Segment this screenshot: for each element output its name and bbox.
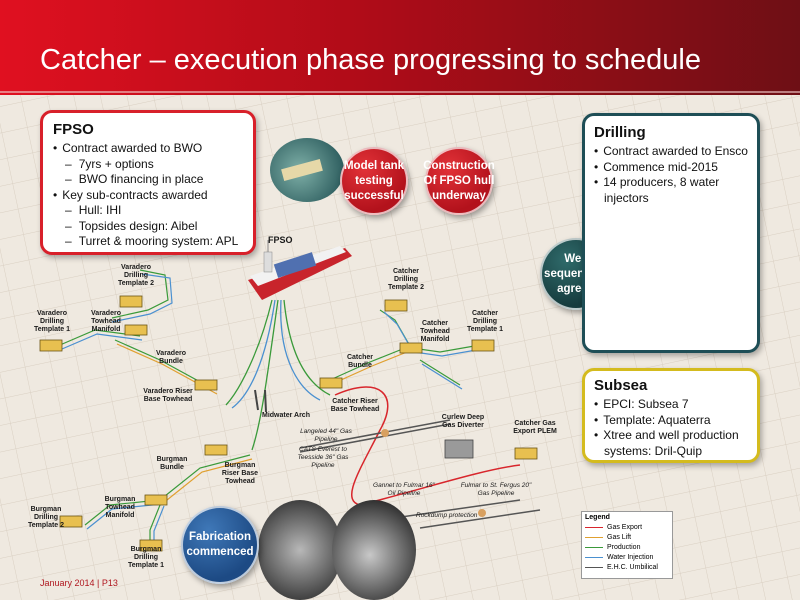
fpso-vessel [248, 240, 352, 300]
legend-entry: Production [582, 542, 672, 552]
burgman-manifold [144, 494, 168, 506]
drilling-panel-list: Contract awarded to Ensco Commence mid-2… [594, 144, 748, 206]
burgman-riser-label: Burgman Riser Base Towhead [221, 462, 259, 485]
legend-label: E.H.C. Umbilical [607, 563, 658, 571]
fpso-panel: FPSO Contract awarded to BWO 7yrs + opti… [40, 110, 256, 255]
list-item: Xtree and well production systems: Dril-… [594, 428, 748, 459]
risers [225, 299, 331, 451]
list-item: Key sub-contracts awarded [53, 188, 243, 204]
list-item: Commence mid-2015 [594, 160, 748, 176]
legend-label: Production [607, 543, 641, 551]
legend-entry: Gas Export [582, 522, 672, 532]
varadero-manifold-label: Varadero Towhead Manifold [91, 310, 121, 333]
legend-swatch [585, 546, 603, 548]
catcher-riser-label: Catcher Riser Base Towhead [330, 398, 380, 413]
rockdump-marker [478, 509, 486, 517]
slide-footer: January 2014 | P13 [40, 578, 118, 588]
catcher-template-2-label: Catcher Drilling Template 2 [387, 268, 425, 291]
legend-entry: E.H.C. Umbilical [582, 562, 672, 572]
rockdump-marker [381, 429, 389, 437]
fabrication-milestone: Fabrication commenced [181, 506, 259, 584]
burgman-riser-base [204, 444, 228, 456]
legend-title: Legend [585, 514, 610, 521]
list-item: Topsides design: Aibel [53, 219, 243, 235]
list-item: 7yrs + options [53, 157, 243, 173]
burgman-template-2 [59, 515, 83, 528]
varadero-template-2-label: Varadero Drilling Template 2 [117, 264, 155, 287]
catcher-manifold-label: Catcher Towhead Manifold [420, 320, 450, 343]
burgman-template-2-label: Burgman Drilling Template 2 [27, 506, 65, 529]
legend-label: Gas Lift [607, 533, 632, 541]
fpso-panel-heading: FPSO [53, 121, 94, 138]
header-divider [0, 91, 800, 93]
catcher-plem [514, 447, 538, 460]
catcher-riser-base [319, 377, 343, 389]
catcher-template-1-label: Catcher Drilling Template 1 [466, 310, 504, 333]
slide-header [0, 0, 800, 95]
list-item: Hull: IHI [53, 203, 243, 219]
midwater-arch-label: Midwater Arch [262, 412, 310, 419]
legend-swatch [585, 566, 603, 568]
legend-entry: Gas Lift [582, 532, 672, 542]
varadero-template-1 [39, 339, 63, 352]
langeled-label: Langeled 44" Gas Pipeline [300, 428, 352, 443]
model-tank-milestone: Model tank testing successful [340, 147, 408, 215]
list-item: Template: Aquaterra [594, 413, 748, 429]
burgman-bundle-label: Burgman Bundle [156, 456, 188, 471]
slide-title: Catcher – execution phase progressing to… [40, 44, 701, 76]
catcher-plem-label: Catcher Gas Export PLEM [513, 420, 557, 435]
varadero-template-1-label: Varadero Drilling Template 1 [33, 310, 71, 333]
midwater-arch [254, 389, 267, 413]
subsea-panel: Subsea EPCI: Subsea 7 Template: Aquaterr… [582, 368, 760, 463]
catcher-template-1 [471, 339, 495, 352]
burgman-flowlines [84, 454, 253, 546]
legend-swatch [585, 536, 603, 538]
legend-entry: Water Injection [582, 552, 672, 562]
catcher-manifold [399, 342, 423, 354]
list-item: Contract awarded to Ensco [594, 144, 748, 160]
fabrication-photo-2 [332, 500, 416, 600]
burgman-manifold-label: Burgman Towhead Manifold [104, 496, 136, 519]
rockdump-label: Rockdump protection [416, 512, 478, 519]
legend-swatch [585, 526, 603, 528]
fabrication-photo-1 [258, 500, 342, 600]
diagram-legend: Legend Gas Export Gas Lift Production Wa… [581, 511, 673, 579]
gannet-label: Gannet to Fulmar 16" Oil Pipeline [373, 482, 435, 497]
curlew-diverter [444, 439, 474, 459]
fpso-panel-list: Contract awarded to BWO 7yrs + options B… [53, 141, 243, 250]
varadero-bundle-label: Varadero Bundle [156, 350, 186, 365]
catcher-bundle-label: Catcher Bundle [346, 354, 374, 369]
list-item: BWO financing in place [53, 172, 243, 188]
burgman-template-1 [139, 539, 163, 552]
drilling-panel-heading: Drilling [594, 124, 646, 141]
subsea-panel-heading: Subsea [594, 377, 648, 394]
cats-label: CATS Everest to Teesside 36" Gas Pipelin… [297, 446, 349, 469]
varadero-template-2 [119, 295, 143, 308]
subsea-panel-list: EPCI: Subsea 7 Template: Aquaterra Xtree… [594, 397, 748, 459]
varadero-manifold [124, 324, 148, 336]
subsea-structures [39, 295, 538, 552]
burgman-template-1-label: Burgman Drilling Template 1 [127, 546, 165, 569]
list-item: Contract awarded to BWO [53, 141, 243, 157]
legend-label: Water Injection [607, 553, 654, 561]
fpso-label: FPSO [268, 235, 293, 245]
model-tank-photo [270, 138, 344, 202]
catcher-template-2 [384, 299, 408, 312]
legend-label: Gas Export [607, 523, 643, 531]
list-item: EPCI: Subsea 7 [594, 397, 748, 413]
list-item: Turret & mooring system: APL [53, 234, 243, 250]
varadero-riser-base [194, 379, 218, 391]
fpso-hull-milestone: Construction Of FPSO hull underway [423, 147, 495, 215]
legend-swatch [585, 556, 603, 558]
curlew-label: Curlew Deep Gas Diverter [441, 414, 485, 429]
varadero-riser-label: Varadero Riser Base Towhead [143, 388, 193, 403]
fulmar-label: Fulmar to St. Fergus 20" Gas Pipeline [460, 482, 532, 497]
list-item: 14 producers, 8 water injectors [594, 175, 748, 206]
drilling-panel: Drilling Contract awarded to Ensco Comme… [582, 113, 760, 353]
